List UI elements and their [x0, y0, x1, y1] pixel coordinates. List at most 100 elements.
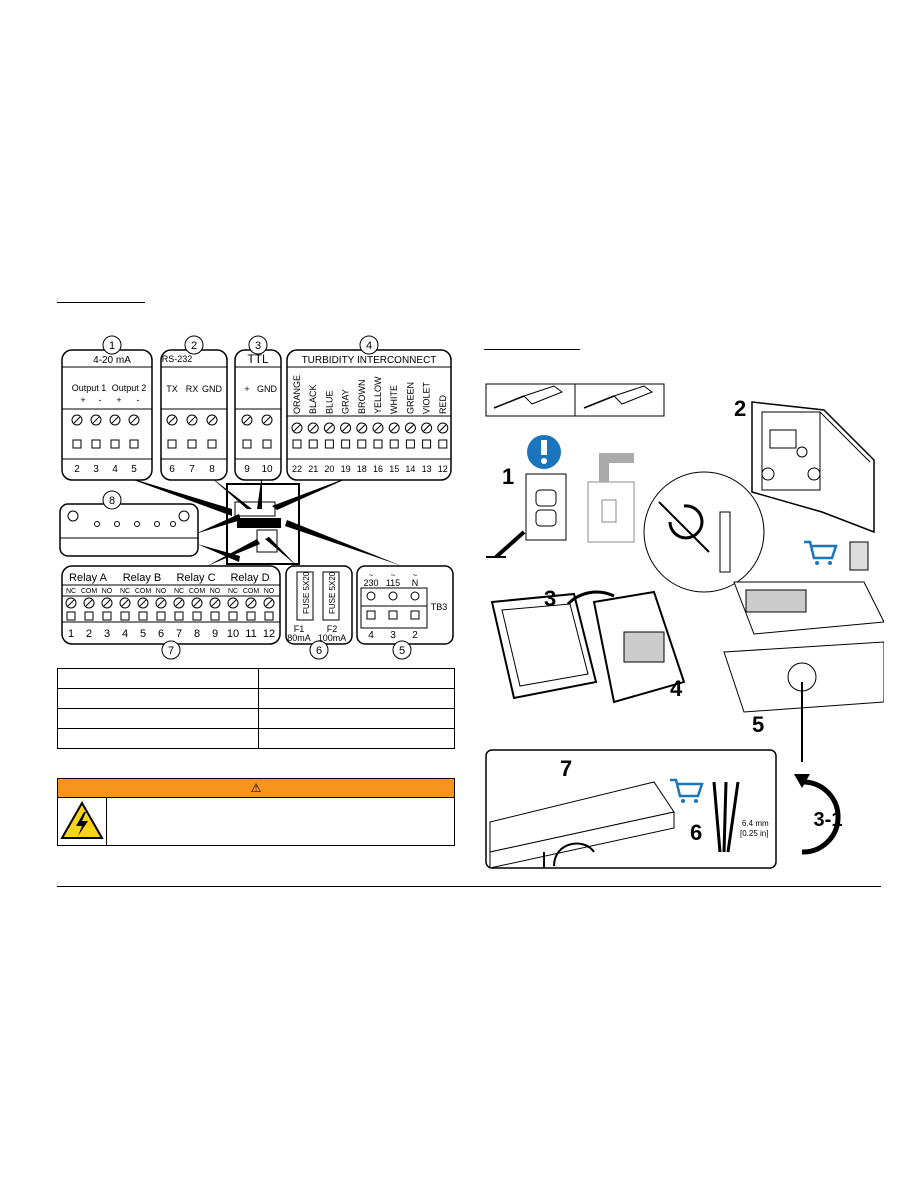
svg-text:GND: GND [257, 384, 278, 394]
wire-color-label: YELLOW [373, 376, 383, 414]
step-1-label: 1 [502, 464, 514, 489]
footer-rule [57, 886, 881, 887]
phillips-screwdriver-icon [493, 385, 564, 409]
relay-terminal-number: 1 [68, 628, 74, 640]
svg-text:FUSE 5X20: FUSE 5X20 [328, 571, 337, 614]
svg-text:TURBIDITY INTERCONNECT: TURBIDITY INTERCONNECT [302, 355, 437, 366]
strip-length-mm: 6.4 mm [742, 819, 769, 828]
svg-text:Relay B: Relay B [123, 572, 162, 584]
callout-8: 8 [102, 490, 122, 510]
terminal-socket [129, 439, 139, 449]
terminal-wiring-panel [485, 749, 777, 869]
wiring-diagram: 4-20 mA Output 1 Output 2 + - + - 2 3 4 … [59, 335, 454, 660]
terminal-number: 15 [389, 464, 399, 474]
wire-color-label: GRAY [341, 389, 351, 414]
relay-terminal-number: 2 [86, 628, 92, 640]
terminal-number: 12 [438, 464, 448, 474]
relay-contact-label: COM [243, 588, 260, 595]
relay-terminal-number: 6 [158, 628, 164, 640]
relay-terminal-number: 4 [122, 628, 128, 640]
svg-text:3: 3 [93, 464, 99, 475]
terminal-number: 14 [405, 464, 415, 474]
relay-terminal-number: 11 [245, 628, 256, 640]
relay-contact-label: COM [81, 588, 98, 595]
terminal-socket [167, 439, 177, 449]
svg-text:Output 2: Output 2 [112, 383, 147, 393]
wire-color-label: WHITE [389, 385, 399, 414]
svg-text:~: ~ [391, 571, 396, 580]
svg-text:+: + [80, 395, 85, 405]
warning-icon-cell [58, 798, 107, 845]
step-5-label: 5 [752, 712, 764, 737]
relay-contact-label: NC [120, 588, 130, 595]
terminal-block-relays: Relay A Relay B Relay C Relay D NC COM NO N… [61, 565, 281, 645]
svg-text:F1: F1 [294, 624, 305, 634]
wire-color-label: ORANGE [292, 375, 302, 414]
svg-text:-: - [137, 395, 140, 405]
terminal-socket [242, 439, 252, 449]
svg-text:Relay D: Relay D [230, 572, 269, 584]
svg-text:TX: TX [166, 384, 178, 394]
svg-text:Relay A: Relay A [69, 572, 108, 584]
svg-text:6: 6 [316, 645, 322, 657]
relay-contact-label: NO [264, 588, 275, 595]
step-7-label: 7 [560, 756, 572, 781]
svg-text:2: 2 [191, 340, 197, 352]
callout-4: 4 [359, 335, 379, 355]
information-icon [527, 435, 561, 469]
relay-contact-label: NC [228, 588, 238, 595]
screw-detail-circle [643, 471, 765, 593]
svg-text:N: N [412, 578, 419, 588]
callout-2: 2 [184, 335, 204, 355]
relay-contact-label: COM [135, 588, 152, 595]
warning-box: ⚠ [57, 778, 455, 846]
shopping-cart-icon-2 [670, 778, 704, 803]
wire-color-label: BLACK [308, 384, 318, 414]
svg-text:GND: GND [202, 384, 223, 394]
svg-text:2: 2 [412, 630, 418, 641]
terminal-number: 21 [308, 464, 318, 474]
svg-text:1: 1 [109, 340, 115, 352]
terminal-block-rs232: RS-232 TX RX GND 6 7 8 [160, 349, 228, 481]
relay-terminal-number: 7 [176, 628, 182, 640]
callout-5: 5 [392, 640, 412, 660]
terminal-socket [72, 439, 82, 449]
svg-text:-: - [99, 395, 102, 405]
strip-length-in: [0.25 in] [740, 829, 768, 838]
svg-text:Relay C: Relay C [176, 572, 215, 584]
power-outlet [486, 473, 567, 559]
svg-text:8: 8 [209, 464, 215, 475]
step-2-label: 2 [734, 396, 746, 421]
relay-terminal-number: 10 [227, 628, 239, 640]
relay-contact-label: NC [174, 588, 184, 595]
terminal-number: 19 [341, 464, 351, 474]
svg-text:80mA: 80mA [287, 633, 311, 643]
callout-6: 6 [309, 640, 329, 660]
svg-text:+: + [244, 384, 249, 394]
wire-color-label: GREEN [405, 382, 415, 414]
installation-illustration: 2 1 3 4 [485, 383, 884, 869]
wire-color-label: RED [438, 394, 448, 414]
repeat-loop-icon [794, 774, 841, 855]
svg-text:3: 3 [390, 630, 396, 641]
electrical-hazard-icon [60, 800, 104, 839]
wire-color-label: BROWN [357, 380, 367, 415]
block-4-20-title: 4-20 mA [93, 355, 131, 366]
relay-contact-label: NC [66, 588, 76, 595]
svg-text:RS-232: RS-232 [162, 354, 193, 364]
terminal-block-ttl: TTL + GND 9 10 [234, 349, 282, 481]
relay-terminal-number: 8 [194, 628, 200, 640]
terminal-socket [207, 439, 217, 449]
terminal-number: 13 [422, 464, 432, 474]
fuse-block: FUSE 5X20 FUSE 5X20 F1 80mA F2 100mA [285, 565, 353, 645]
power-terminal-block: ~ ~ ~ 230 115 N 4 3 2 TB3 [356, 565, 454, 645]
right-heading-underline [484, 349, 580, 350]
relay-terminal-number: 9 [212, 628, 218, 640]
step-4-label: 4 [670, 676, 683, 701]
svg-text:7: 7 [168, 645, 174, 657]
warning-header: ⚠ [58, 779, 454, 798]
svg-text:4: 4 [366, 340, 372, 352]
svg-text:7: 7 [189, 464, 195, 475]
disconnect-switch [587, 453, 635, 543]
relay-terminal-number: 12 [263, 628, 275, 640]
